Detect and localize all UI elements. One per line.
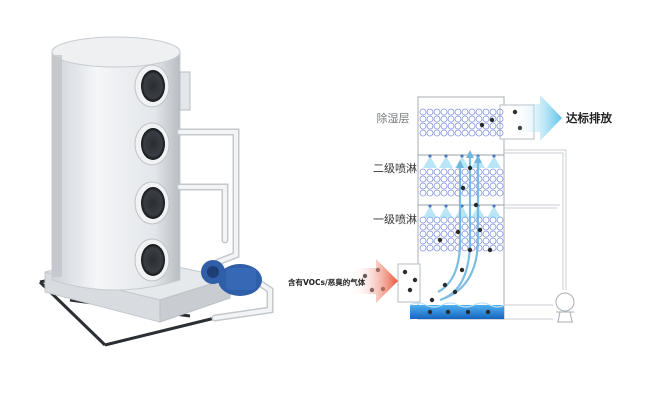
spray-header-2 [418,204,504,218]
gas-flow [437,155,480,302]
particle [429,297,435,303]
external-pipes [176,128,274,322]
outlet-arrow [514,95,562,141]
spray-headers [418,154,504,218]
packing-layer-3 [419,216,504,252]
particle [467,247,473,253]
particle [460,185,466,191]
inlet-box [397,263,421,303]
label-spray-1: 一级喷淋 [373,213,417,226]
spray-header-1 [418,154,504,168]
tower-3d [38,36,274,347]
particle [437,237,443,243]
particle [485,309,491,315]
particle [477,227,483,233]
label-outlet: 达标排放 [566,111,612,125]
particle [459,267,465,273]
schematic: 除湿层 二级喷淋 一级喷淋 达标排放 含有VOCs/恶臭的气体 [288,95,612,323]
pump-symbol [555,292,575,323]
particle [445,309,451,315]
particle [427,309,433,315]
label-inlet: 含有VOCs/恶臭的气体 [288,277,366,287]
particle [479,122,485,128]
circulation-pump [201,260,262,296]
packing-layer-1 [419,108,504,137]
particle [473,202,479,208]
particle [442,282,448,288]
tower-left-shadow [52,55,62,277]
portholes [134,64,170,282]
particle [465,309,471,315]
particle [455,229,461,235]
label-spray-2: 二级喷淋 [373,162,417,175]
recirculation-pipe [504,149,567,320]
gas-flow-heads [456,150,482,168]
water-sump [410,305,504,319]
inlet-arrow [350,259,398,303]
particle [452,289,458,295]
particle [412,277,418,283]
top-nozzle [179,71,191,111]
particle [467,165,473,171]
particle [407,287,413,293]
particle [402,269,408,275]
particle [487,247,493,253]
tower-top [51,36,181,68]
particle [489,117,495,123]
label-dehumidify: 除湿层 [377,111,410,125]
